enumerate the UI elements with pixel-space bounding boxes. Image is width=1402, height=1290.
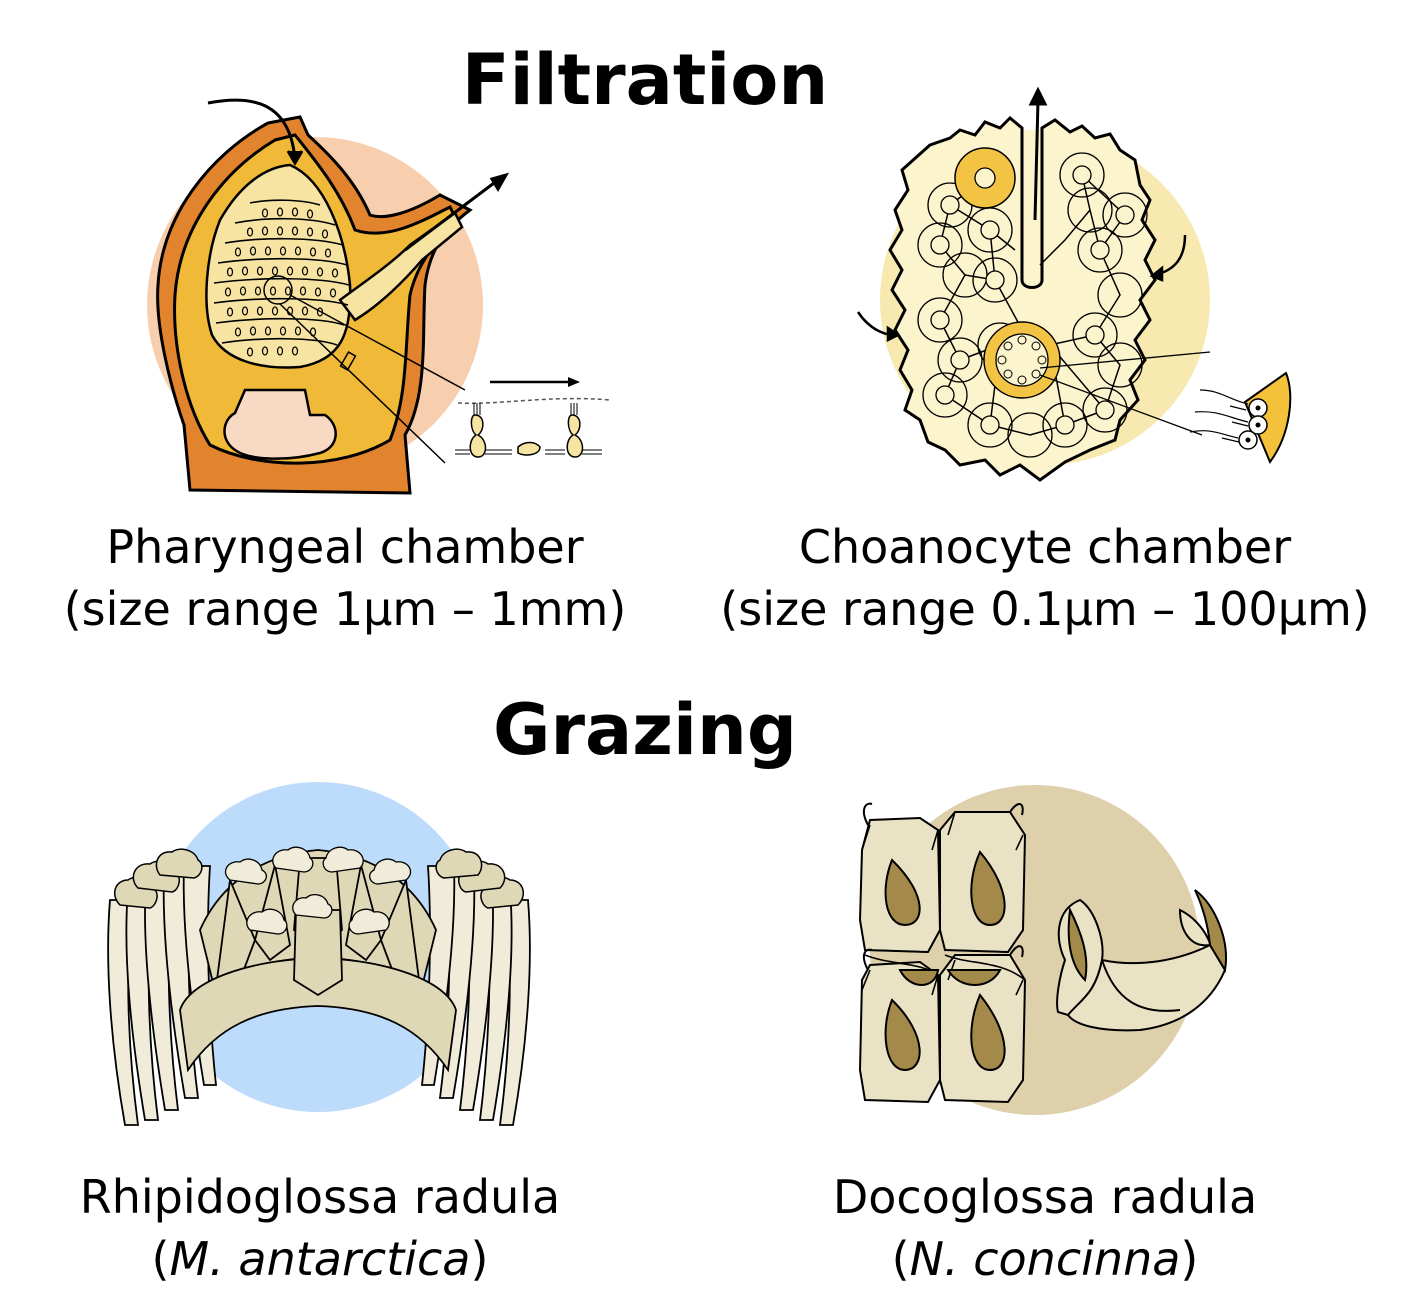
chamber-node (975, 168, 995, 188)
docoglossa-illustration (840, 790, 1260, 1120)
docoglossa-name: Docoglossa radula (740, 1166, 1350, 1228)
rhipidoglossa-caption: Rhipidoglossa radula (M. antarctica) (10, 1166, 630, 1290)
grazing-heading: Grazing (0, 690, 1290, 770)
docoglossa-species: N. concinna (910, 1232, 1181, 1286)
choanocyte-caption: Choanocyte chamber (size range 0.1μm – 1… (688, 516, 1402, 640)
pharyngeal-chamber-illustration (140, 95, 620, 495)
choanocyte-name: Choanocyte chamber (688, 516, 1402, 578)
rhipidoglossa-name: Rhipidoglossa radula (10, 1166, 630, 1228)
docoglossa-paren-open: ( (892, 1232, 910, 1286)
chamber-inner (996, 334, 1048, 386)
rhipidoglossa-paren-open: ( (152, 1232, 170, 1286)
choanocyte-range: (size range 0.1μm – 100μm) (688, 578, 1402, 640)
rhipidoglossa-illustration (80, 780, 560, 1150)
docoglossa-caption: Docoglossa radula (N. concinna) (740, 1166, 1350, 1290)
zoomed-choanocytes (1190, 373, 1290, 462)
docoglossa-paren-close: ) (1180, 1232, 1198, 1286)
pharyngeal-range: (size range 1μm – 1mm) (20, 578, 670, 640)
osculum-channel (1022, 130, 1042, 288)
pharyngeal-caption: Pharyngeal chamber (size range 1μm – 1mm… (20, 516, 670, 640)
rhipidoglossa-species-line: (M. antarctica) (10, 1228, 630, 1290)
docoglossa-species-line: (N. concinna) (740, 1228, 1350, 1290)
rhipidoglossa-species: M. antarctica (170, 1232, 471, 1286)
zoomed-cilia-cells (455, 377, 610, 457)
choanocyte-chamber-illustration (850, 90, 1300, 490)
rhipidoglossa-paren-close: ) (471, 1232, 489, 1286)
pharyngeal-name: Pharyngeal chamber (20, 516, 670, 578)
